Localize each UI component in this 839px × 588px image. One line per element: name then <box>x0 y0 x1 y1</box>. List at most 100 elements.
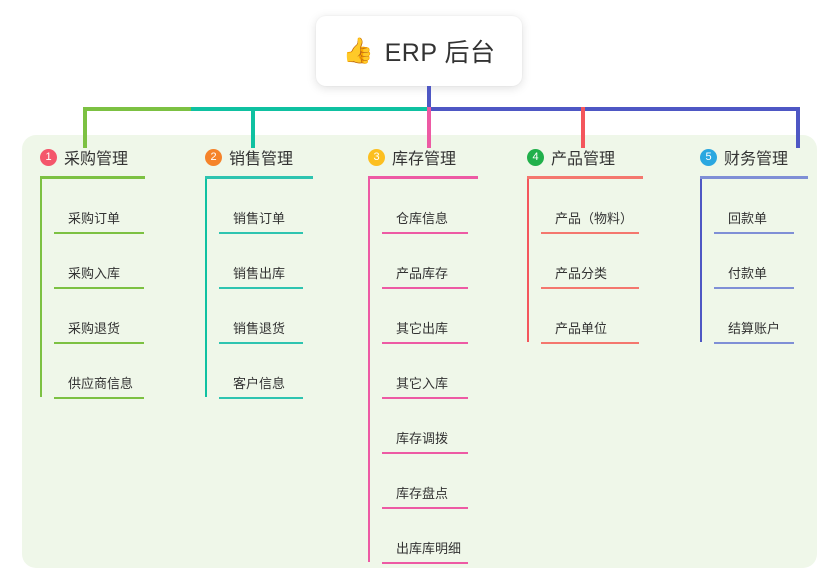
column-header-3[interactable]: 3 库存管理 <box>368 145 478 169</box>
leaf-item-underline <box>382 452 468 454</box>
leaf-item-label: 供应商信息 <box>68 376 134 391</box>
leaf-item-underline <box>54 397 144 399</box>
leaf-item-label: 销售退货 <box>233 321 286 336</box>
number-badge-icon: 2 <box>205 148 222 166</box>
leaf-item-underline <box>382 562 468 564</box>
column-spine-connector <box>40 179 42 397</box>
leaf-item-underline <box>382 232 468 234</box>
thumbs-up-icon: 👍 <box>342 36 374 65</box>
column-underline <box>205 176 313 179</box>
root-stem-connector <box>427 86 431 107</box>
leaf-item-underline <box>382 507 468 509</box>
leaf-item[interactable]: 销售出库 <box>219 263 303 289</box>
column-title: 库存管理 <box>392 151 457 168</box>
leaf-item[interactable]: 出库库明细 <box>382 538 468 564</box>
leaf-item-label: 库存调拨 <box>396 431 449 446</box>
root-node-title: ERP 后台 <box>384 39 496 67</box>
leaf-item-label: 采购订单 <box>68 211 121 226</box>
leaf-item-label: 其它入库 <box>396 376 449 391</box>
column-underline <box>700 176 808 179</box>
drop-connector-4 <box>581 107 585 148</box>
bus-segment-blue-right <box>694 107 800 111</box>
drop-connector-3 <box>427 107 431 148</box>
column-spine-connector <box>527 179 529 342</box>
leaf-item-underline <box>54 287 144 289</box>
leaf-item-label: 采购退货 <box>68 321 121 336</box>
column-title: 财务管理 <box>724 151 789 168</box>
column-title: 产品管理 <box>551 151 616 168</box>
leaf-item[interactable]: 销售订单 <box>219 208 303 234</box>
leaf-item-label: 客户信息 <box>233 376 286 391</box>
leaf-item-label: 回款单 <box>728 211 768 226</box>
leaf-item[interactable]: 库存盘点 <box>382 483 468 509</box>
leaf-item[interactable]: 结算账户 <box>714 318 794 344</box>
leaf-item[interactable]: 产品（物料） <box>541 208 639 234</box>
leaf-item-label: 销售订单 <box>233 211 286 226</box>
leaf-item-label: 产品单位 <box>555 321 608 336</box>
column-5: 5 财务管理回款单付款单结算账户 <box>700 145 808 344</box>
leaf-item-label: 产品分类 <box>555 266 608 281</box>
leaf-item-label: 仓库信息 <box>396 211 449 226</box>
leaf-item[interactable]: 销售退货 <box>219 318 303 344</box>
leaf-item-underline <box>541 342 639 344</box>
leaf-item[interactable]: 其它出库 <box>382 318 468 344</box>
leaf-item-underline <box>714 232 794 234</box>
leaf-item-underline <box>219 397 303 399</box>
column-spine-connector <box>368 179 370 562</box>
leaf-item-underline <box>382 342 468 344</box>
number-badge-icon: 4 <box>527 148 544 166</box>
leaf-item[interactable]: 采购入库 <box>54 263 144 289</box>
column-3: 3 库存管理仓库信息产品库存其它出库其它入库库存调拨库存盘点出库库明细 <box>368 145 478 564</box>
column-title: 销售管理 <box>229 151 294 168</box>
root-node-erp-backend[interactable]: 👍 ERP 后台 <box>316 16 522 86</box>
leaf-item-label: 产品（物料） <box>555 211 634 226</box>
leaf-item-underline <box>541 232 639 234</box>
leaf-item[interactable]: 客户信息 <box>219 373 303 399</box>
leaf-item-label: 结算账户 <box>728 321 781 336</box>
leaf-item[interactable]: 供应商信息 <box>54 373 144 399</box>
leaf-item[interactable]: 其它入库 <box>382 373 468 399</box>
leaf-item-label: 采购入库 <box>68 266 121 281</box>
leaf-item[interactable]: 产品分类 <box>541 263 639 289</box>
column-header-4[interactable]: 4 产品管理 <box>527 145 643 169</box>
column-4: 4 产品管理产品（物料） 产品分类产品单位 <box>527 145 643 344</box>
leaf-item[interactable]: 仓库信息 <box>382 208 468 234</box>
leaf-item[interactable]: 采购退货 <box>54 318 144 344</box>
leaf-item[interactable]: 付款单 <box>714 263 794 289</box>
leaf-item-underline <box>541 287 639 289</box>
leaf-item-underline <box>382 397 468 399</box>
column-header-2[interactable]: 2 销售管理 <box>205 145 313 169</box>
column-underline <box>527 176 643 179</box>
column-header-5[interactable]: 5 财务管理 <box>700 145 808 169</box>
leaf-item[interactable]: 回款单 <box>714 208 794 234</box>
leaf-item-label: 销售出库 <box>233 266 286 281</box>
leaf-item[interactable]: 采购订单 <box>54 208 144 234</box>
leaf-item-underline <box>714 342 794 344</box>
leaf-item-underline <box>382 287 468 289</box>
column-spine-connector <box>700 179 702 342</box>
column-underline <box>368 176 478 179</box>
leaf-item[interactable]: 产品库存 <box>382 263 468 289</box>
column-spine-connector <box>205 179 207 397</box>
leaf-item-underline <box>219 287 303 289</box>
leaf-item[interactable]: 库存调拨 <box>382 428 468 454</box>
drop-connector-1 <box>83 107 87 148</box>
leaf-item[interactable]: 产品单位 <box>541 318 639 344</box>
column-underline <box>40 176 145 179</box>
number-badge-icon: 3 <box>368 148 385 166</box>
bus-segment-teal <box>191 107 431 111</box>
number-badge-icon: 5 <box>700 148 717 166</box>
leaf-item-underline <box>714 287 794 289</box>
leaf-item-underline <box>54 342 144 344</box>
content-panel <box>22 135 817 568</box>
leaf-item-label: 库存盘点 <box>396 486 449 501</box>
number-badge-icon: 1 <box>40 148 57 166</box>
leaf-item-underline <box>54 232 144 234</box>
bus-segment-blue <box>427 107 698 111</box>
leaf-item-label: 付款单 <box>728 266 768 281</box>
leaf-item-underline <box>219 232 303 234</box>
column-2: 2 销售管理销售订单销售出库销售退货客户信息 <box>205 145 313 399</box>
